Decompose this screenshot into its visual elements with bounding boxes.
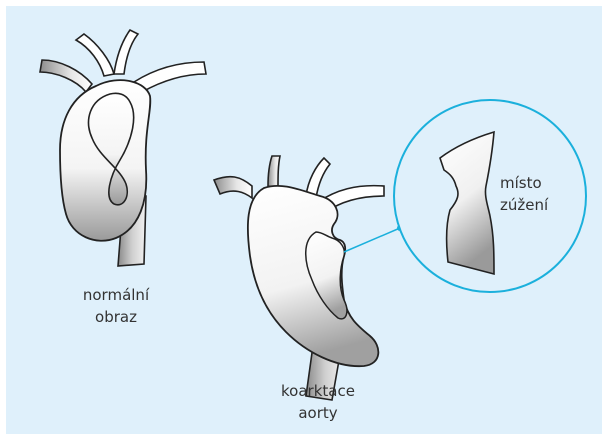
label-coarctation-line1: koarktace xyxy=(262,380,374,402)
label-coarctation-line2: aorty xyxy=(262,402,374,424)
label-normal-line1: normální xyxy=(60,284,172,306)
coarct-branch-tall xyxy=(268,156,280,188)
label-site-line1: místo xyxy=(500,172,580,194)
label-normal: normální obraz xyxy=(60,284,172,328)
label-normal-line2: obraz xyxy=(60,306,172,328)
label-site-line2: zúžení xyxy=(500,194,580,216)
label-site: místo zúžení xyxy=(500,172,580,216)
label-coarctation: koarktace aorty xyxy=(262,380,374,424)
